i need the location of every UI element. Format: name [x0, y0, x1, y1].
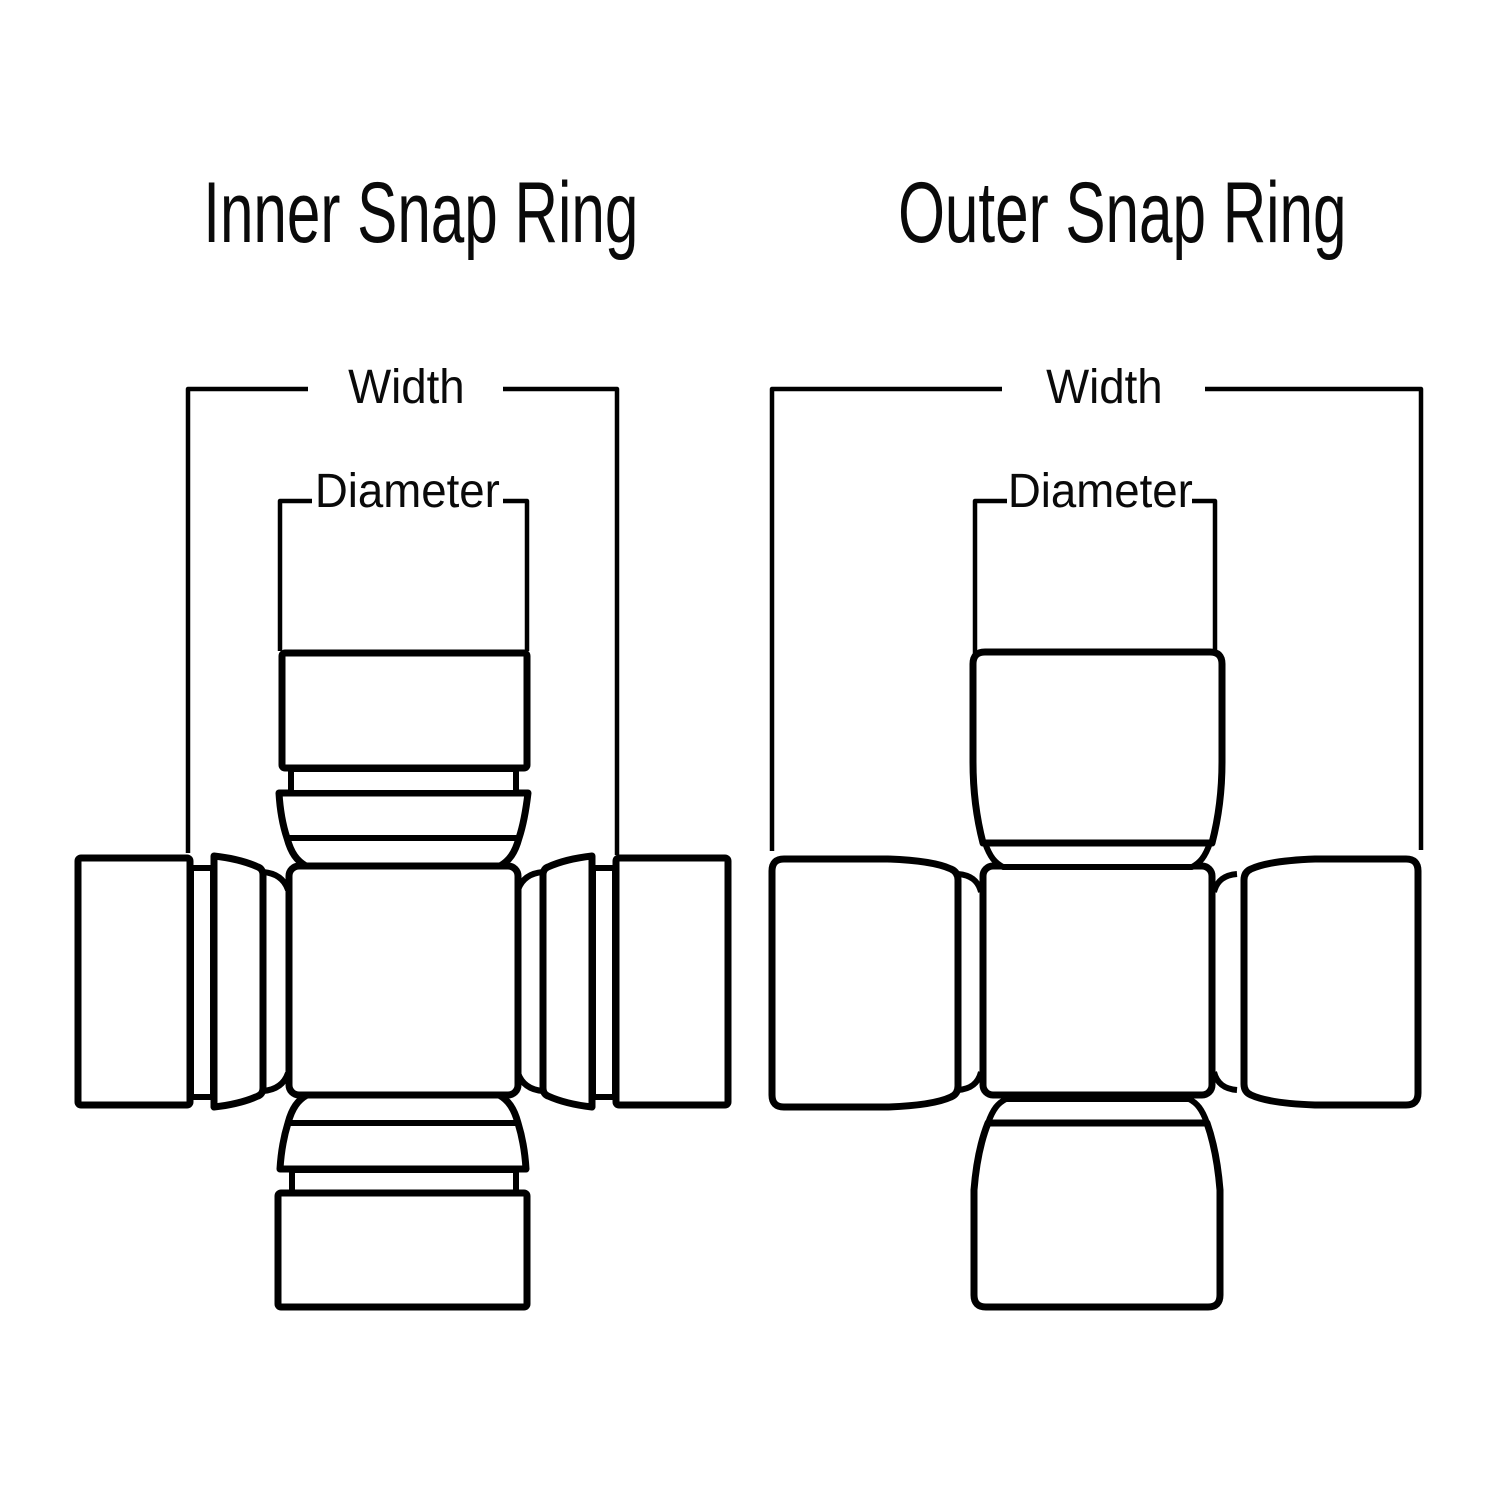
- inner-diagram-title-text: Inner Snap Ring: [203, 165, 639, 261]
- inner-snap-ring-diagram: [74, 386, 732, 1311]
- snap-ring-groove-left: [188, 865, 216, 1100]
- seal-boot-left: [210, 852, 267, 1111]
- outer-diagram-title: Outer Snap Ring: [802, 170, 1402, 256]
- bearing-cap-left: [74, 854, 194, 1109]
- outer-diameter-label: Diameter: [950, 468, 1250, 516]
- cap-skirt-bottom: [985, 1096, 1210, 1126]
- seal-boot-top: [275, 789, 532, 870]
- width-dimension-line: [185, 386, 620, 855]
- cross-body: [979, 862, 1216, 1099]
- snap-ring-groove-top: [288, 766, 519, 796]
- bearing-cap-top: [278, 649, 531, 772]
- diameter-dimension-line: [972, 498, 1218, 655]
- seal-boot-right: [539, 852, 596, 1111]
- inner-width-label-text: Width: [347, 361, 465, 414]
- outer-diagram-title-text: Outer Snap Ring: [898, 165, 1347, 261]
- bearing-cap-top: [969, 648, 1226, 847]
- outer-width-label-text: Width: [1045, 361, 1163, 414]
- inner-diagram-title: Inner Snap Ring: [110, 170, 710, 256]
- trunnion-fillet-right: [515, 869, 544, 1094]
- trunnion-fillet-left: [262, 869, 291, 1094]
- inner-diameter-label-text: Diameter: [314, 465, 500, 518]
- bearing-cap-left: [768, 855, 962, 1111]
- cross-body: [285, 862, 522, 1099]
- snap-ring-groove-right: [590, 865, 618, 1100]
- diameter-dimension-line: [277, 498, 530, 651]
- outer-diameter-label-text: Diameter: [1007, 465, 1193, 518]
- trunnion-fillet-right: [1211, 871, 1238, 1093]
- bearing-cap-right: [612, 854, 732, 1109]
- bearing-cap-bottom: [970, 1119, 1224, 1311]
- inner-diameter-label: Diameter: [257, 468, 557, 516]
- seal-boot-bottom: [276, 1091, 530, 1173]
- cap-skirt-top: [982, 840, 1213, 870]
- bearing-cap-bottom: [274, 1189, 531, 1311]
- outer-width-label: Width: [954, 364, 1254, 412]
- inner-width-label: Width: [256, 364, 556, 412]
- bearing-cap-right: [1240, 855, 1422, 1109]
- width-dimension-line: [769, 386, 1424, 851]
- outer-snap-ring-diagram: [768, 386, 1424, 1311]
